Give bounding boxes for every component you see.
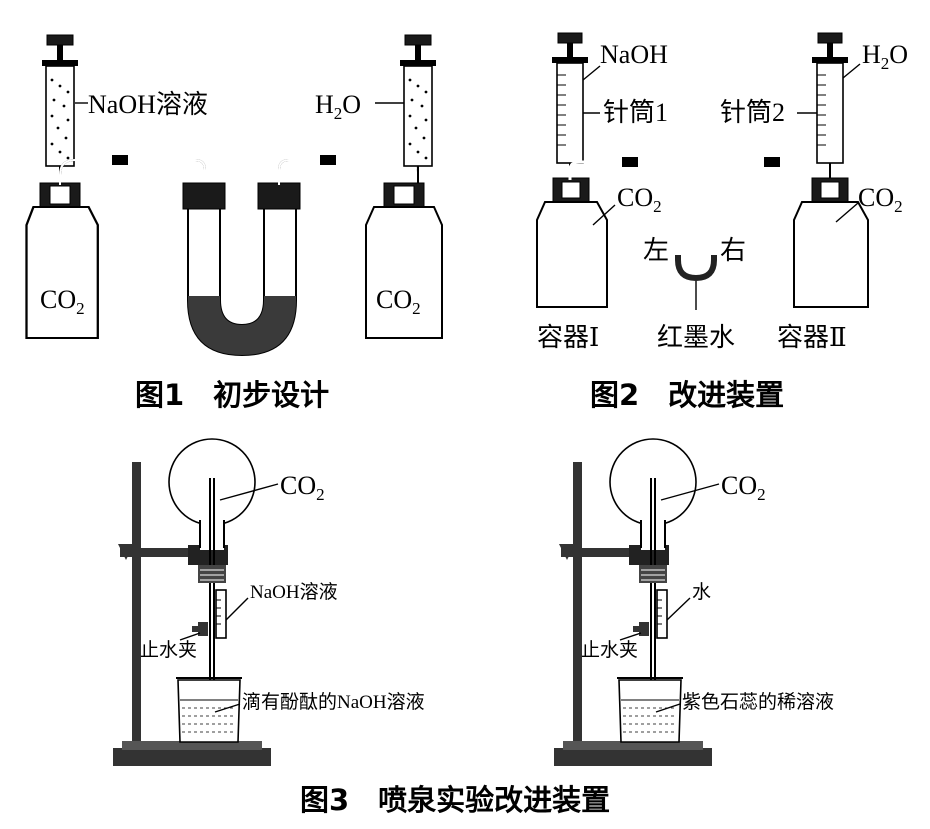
fig2-container1-label: 容器Ⅰ xyxy=(537,323,599,352)
fig3-right-beaker-label: 紫色石蕊的稀溶液 xyxy=(682,691,834,713)
fig3-left-clamp-label: 止水夹 xyxy=(140,639,197,661)
fig1-right-syringe xyxy=(375,34,436,185)
fig2-container2-label: 容器Ⅱ xyxy=(777,323,847,352)
fig1-left-syringe xyxy=(42,34,88,185)
fig1-right-bottle-co: CO2 xyxy=(376,285,421,318)
fig1-right-bottle xyxy=(365,182,443,339)
figure1: NaOH溶液 CO2 xyxy=(25,34,443,412)
fig1-right-tube-clamp xyxy=(320,155,336,165)
fig1-left-syringe-label: NaOH溶液 xyxy=(88,90,208,119)
fig2-syringe1 xyxy=(552,32,601,180)
fig3-right-clamp-label: 止水夹 xyxy=(581,639,638,661)
fig2-naoh-label: NaOH xyxy=(600,40,668,69)
fig2-u-tube xyxy=(568,157,832,310)
fig3-left-beaker-label: 滴有酚酞的NaOH溶液 xyxy=(242,691,425,713)
fig2-co2-left: CO2 xyxy=(617,183,662,216)
fig1-u-tube xyxy=(182,182,301,357)
fig1-left-bottle xyxy=(25,182,99,339)
fig3-right-co2-label: CO2 xyxy=(721,471,766,504)
fig1-caption: 图1 初步设计 xyxy=(135,378,329,412)
fig3-caption: 图3 喷泉实验改进装置 xyxy=(300,783,610,817)
fig2-caption: 图2 改进装置 xyxy=(590,378,784,412)
fig2-red-ink-label: 红墨水 xyxy=(657,323,735,352)
fig2-container1 xyxy=(536,177,616,308)
fig1-left-bottle-co: CO2 xyxy=(40,285,85,318)
fig3-right-dropper-label: 水 xyxy=(692,581,711,603)
fig1-left-connector-tube xyxy=(59,159,206,185)
figure3-right-apparatus xyxy=(554,438,720,766)
fig1-left-tube-clamp xyxy=(112,155,128,165)
fig2-left-label: 左 xyxy=(643,236,669,265)
fig3-left-co2-label: CO2 xyxy=(280,471,325,504)
fig3-left-dropper-label: NaOH溶液 xyxy=(250,581,338,603)
fig2-syringe1-label: 针筒1 xyxy=(603,98,668,127)
figure3-left-apparatus xyxy=(113,438,279,766)
fig1-right-syringe-label: H2O xyxy=(315,90,361,123)
fig2-syringe2-label: 针筒2 xyxy=(720,98,785,127)
fig2-co2-right: CO2 xyxy=(858,183,903,216)
figure2: NaOH 针筒1 CO2 左 右 xyxy=(536,32,908,412)
fig2-syringe2 xyxy=(797,32,861,180)
fig2-container2 xyxy=(793,177,869,308)
fig2-water-label: H2O xyxy=(862,40,908,73)
fig2-right-label: 右 xyxy=(720,236,746,265)
fig1-right-connector-tube xyxy=(278,159,419,185)
